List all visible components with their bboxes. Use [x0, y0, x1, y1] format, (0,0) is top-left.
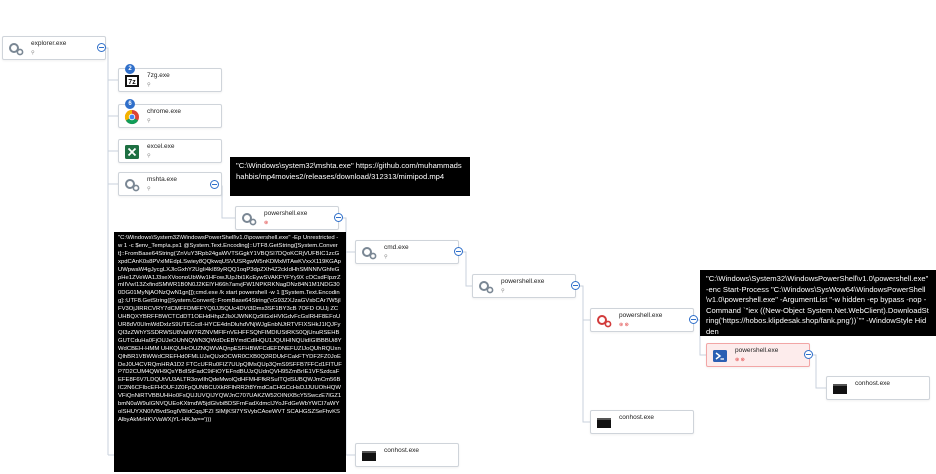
alert-icon: ⊛ ⊛	[735, 357, 745, 363]
user-icon: ⚲	[147, 153, 151, 159]
process-node-powershell[interactable]: powershell.exe ⊛	[235, 206, 339, 230]
gears-icon	[242, 213, 257, 226]
svg-text:7z: 7z	[128, 79, 136, 86]
process-name: powershell.exe	[501, 278, 545, 285]
process-name: conhost.exe	[619, 414, 655, 421]
tooltip-text: "C:\Windows\System32\WindowsPowerShell\v…	[706, 274, 929, 336]
user-icon: ⚲	[147, 118, 151, 124]
collapse-toggle[interactable]	[571, 281, 580, 290]
console-icon	[362, 451, 376, 461]
edge-trunk-explorer	[101, 47, 109, 455]
collapse-toggle[interactable]	[804, 350, 813, 359]
process-name: powershell.exe	[735, 347, 779, 354]
process-node-7zg[interactable]: 7z 7zg.exe ⚲	[118, 68, 222, 92]
gears-icon	[125, 179, 140, 192]
user-icon: ⚲	[147, 186, 151, 192]
count-badge: 6	[125, 99, 135, 109]
process-node-cmd[interactable]: cmd.exe ⚲	[355, 240, 459, 264]
process-node-mshta[interactable]: mshta.exe ⚲	[118, 172, 222, 196]
edge-cmd-powershell	[458, 251, 472, 287]
process-node-conhost[interactable]: conhost.exe	[590, 410, 694, 434]
alert-icon: ⊛ ⊛	[619, 322, 629, 328]
alert-icon: ⊛	[264, 220, 269, 226]
user-icon: ⚲	[384, 254, 388, 260]
collapse-toggle[interactable]	[97, 43, 106, 52]
process-node-powershell-selected[interactable]: powershell.exe ⊛ ⊛	[706, 343, 810, 367]
count-badge: 2	[125, 64, 135, 74]
edge-powershell-powershell	[575, 285, 590, 321]
edge-powershell-conhost	[345, 252, 355, 456]
process-node-conhost[interactable]: conhost.exe	[826, 376, 930, 400]
process-name: conhost.exe	[384, 447, 420, 454]
powershell-command-tooltip: "C:\Windows\System32\WindowsPowerShell\v…	[114, 232, 346, 472]
powershell-download-tooltip: "C:\Windows\System32\WindowsPowerShell\v…	[700, 270, 936, 336]
collapse-toggle[interactable]	[454, 247, 463, 256]
collapse-toggle[interactable]	[689, 315, 698, 324]
collapse-toggle[interactable]	[210, 180, 219, 189]
process-name: cmd.exe	[384, 244, 409, 251]
excel-icon	[125, 145, 139, 159]
edge-powershell4-conhost3	[808, 354, 826, 389]
gears-icon-red	[597, 315, 612, 328]
chrome-icon	[124, 109, 139, 125]
process-node-chrome[interactable]: chrome.exe ⚲	[118, 104, 222, 128]
console-icon	[597, 418, 611, 428]
process-node-powershell[interactable]: powershell.exe ⚲	[472, 274, 576, 298]
gears-icon	[9, 43, 24, 56]
mshta-command-tooltip: "C:\Windows\system32\mshta.exe" https://…	[230, 157, 470, 196]
process-name: chrome.exe	[147, 108, 181, 115]
process-name: excel.exe	[147, 143, 175, 150]
process-name: mshta.exe	[147, 176, 177, 183]
process-node-excel[interactable]: excel.exe ⚲	[118, 139, 222, 163]
process-name: explorer.exe	[31, 40, 67, 47]
powershell-icon	[713, 350, 727, 362]
gears-icon	[479, 281, 494, 294]
user-icon: ⚲	[147, 82, 151, 88]
process-name: conhost.exe	[855, 380, 891, 387]
edge-powershell-conhost2	[582, 320, 590, 423]
process-name: powershell.exe	[264, 210, 308, 217]
gears-icon	[362, 247, 377, 260]
console-icon	[833, 384, 847, 394]
process-node-conhost[interactable]: conhost.exe	[355, 443, 459, 467]
process-name: 7zg.exe	[147, 72, 170, 79]
7zip-icon: 7z	[125, 75, 139, 87]
user-icon: ⚲	[31, 50, 35, 56]
process-name: powershell.exe	[619, 312, 663, 319]
process-node-powershell[interactable]: powershell.exe ⊛ ⊛	[590, 308, 694, 332]
collapse-toggle[interactable]	[334, 213, 343, 222]
process-node-explorer[interactable]: explorer.exe ⚲	[2, 36, 106, 60]
user-icon: ⚲	[501, 288, 505, 294]
